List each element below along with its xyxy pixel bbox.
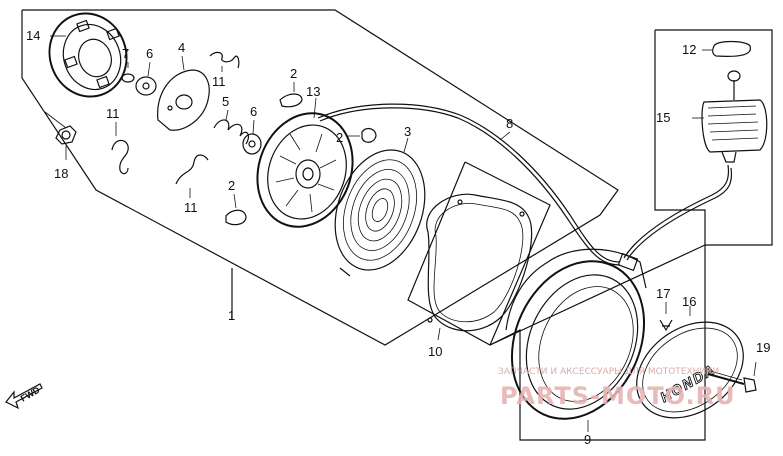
label-part-11-top: 11 xyxy=(212,74,226,89)
part-labels: 1 2 2 2 3 4 5 6 6 7 8 9 10 11 11 11 12 1… xyxy=(26,28,770,447)
washer-part-6-upper xyxy=(135,61,157,96)
spring-part-5 xyxy=(213,109,250,145)
label-part-4: 4 xyxy=(178,40,185,55)
label-part-9: 9 xyxy=(584,432,591,447)
ratchet-guide-part-4 xyxy=(157,55,210,131)
label-part-2-mid: 2 xyxy=(336,130,343,145)
washer-part-7 xyxy=(121,62,135,83)
label-part-5: 5 xyxy=(222,94,229,109)
label-part-6-lower: 6 xyxy=(250,104,257,119)
bolt-part-18 xyxy=(44,111,77,160)
spring-part-11-left xyxy=(111,122,129,175)
label-part-17: 17 xyxy=(656,286,670,301)
handle-part-15 xyxy=(692,99,768,163)
pulley-part-13 xyxy=(256,97,354,228)
gasket-part-10 xyxy=(426,193,533,341)
spring-part-11-lower xyxy=(175,154,209,198)
ratchet-part-2-mid xyxy=(348,127,377,143)
label-part-8: 8 xyxy=(506,116,513,131)
pulley-flange-part xyxy=(48,12,128,98)
handle-rope xyxy=(623,164,733,261)
starter-cover-part-9 xyxy=(505,248,647,432)
label-part-18: 18 xyxy=(54,166,68,181)
spring-part-11-top xyxy=(209,51,240,72)
ratchet-part-2-top xyxy=(279,82,303,108)
grip-cap-part-12 xyxy=(702,40,752,100)
label-part-10: 10 xyxy=(428,344,442,359)
screw-part-19 xyxy=(707,361,757,393)
starter-rope-part-8 xyxy=(317,103,621,266)
label-part-11-lower: 11 xyxy=(184,200,198,215)
label-part-1: 1 xyxy=(228,308,235,323)
cover-outline xyxy=(489,245,706,441)
ratchet-part-2-low xyxy=(225,193,247,226)
assembly-outline xyxy=(21,9,619,346)
forward-arrow-icon: FWD xyxy=(5,383,43,410)
label-part-2-low: 2 xyxy=(228,178,235,193)
watermark: ЗАПЧАСТИ И АКСЕССУАРЫ ДЛЯ МОТОТЕХНИКИ PA… xyxy=(498,367,736,410)
label-part-19: 19 xyxy=(756,340,770,355)
label-part-12: 12 xyxy=(682,42,696,57)
label-part-11-left: 11 xyxy=(106,106,120,121)
washer-part-6-lower xyxy=(242,119,262,155)
gasket-outline xyxy=(407,161,551,346)
watermark-caption: ЗАПЧАСТИ И АКСЕССУАРЫ ДЛЯ МОТОТЕХНИКИ xyxy=(498,367,719,377)
label-part-13: 13 xyxy=(306,84,320,99)
label-part-6-upper: 6 xyxy=(146,46,153,61)
label-part-14: 14 xyxy=(26,28,40,43)
forward-direction-label: FWD xyxy=(19,385,42,404)
label-part-16: 16 xyxy=(682,294,696,309)
recoil-spring-part-3 xyxy=(334,137,426,277)
label-part-3: 3 xyxy=(404,124,411,139)
label-part-2-top: 2 xyxy=(290,66,297,81)
label-part-7: 7 xyxy=(122,46,129,61)
label-part-15: 15 xyxy=(656,110,670,125)
watermark-site: PARTS-MOTO.RU xyxy=(500,382,736,410)
mark-part-17 xyxy=(659,302,673,332)
